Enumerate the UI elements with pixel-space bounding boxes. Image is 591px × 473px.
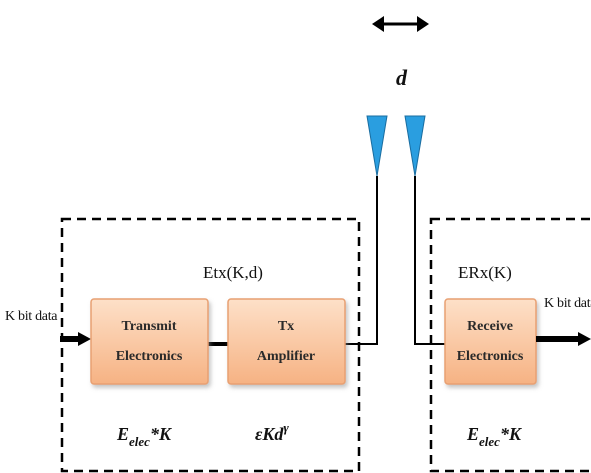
output-label: K bit data <box>544 296 591 311</box>
input-arrow <box>60 332 91 346</box>
tx-electronics-energy: Eelec*K <box>116 424 173 449</box>
tx-amplifier-energy: εKdγ <box>255 420 289 444</box>
receive-electronics-line2: Electronics <box>457 349 524 364</box>
distance-arrow <box>372 16 429 32</box>
transmit-electronics-line1: Transmit <box>122 319 177 334</box>
rx-eelec-rest: *K <box>500 424 523 444</box>
tx-antenna <box>366 115 388 177</box>
rx-eelec-base: E <box>466 424 479 444</box>
tx-amplifier-line2: Amplifier <box>257 349 315 364</box>
receive-electronics-line1: Receive <box>467 319 513 334</box>
receiver-boundary <box>429 217 591 473</box>
rx-energy-label: ERx(K) <box>458 263 512 282</box>
tx-antenna-feed <box>345 176 378 345</box>
tx-eelec-rest: *K <box>150 424 173 444</box>
tx-energy-label: Etx(K,d) <box>203 263 263 282</box>
output-arrow <box>536 332 591 346</box>
transmit-electronics-block: Transmit Electronics <box>90 298 209 385</box>
tx-eelec-base: E <box>116 424 129 444</box>
transmit-electronics-line2: Electronics <box>116 349 183 364</box>
rx-antenna <box>404 115 426 177</box>
receive-electronics-block: Receive Electronics <box>444 298 537 385</box>
transmitter-boundary <box>60 217 361 473</box>
tx-amplifier-line1: Tx <box>278 319 294 334</box>
tx-amplifier-block: Tx Amplifier <box>227 298 346 385</box>
input-label: K bit data <box>5 309 58 324</box>
rx-antenna-feed <box>414 176 445 345</box>
amp-energy-base: εKd <box>255 424 284 444</box>
amp-energy-exponent: γ <box>283 420 289 435</box>
tx-eelec-sub: elec <box>129 434 150 449</box>
distance-label: d <box>396 65 408 90</box>
rx-electronics-energy: Eelec*K <box>466 424 523 449</box>
rx-eelec-sub: elec <box>479 434 500 449</box>
